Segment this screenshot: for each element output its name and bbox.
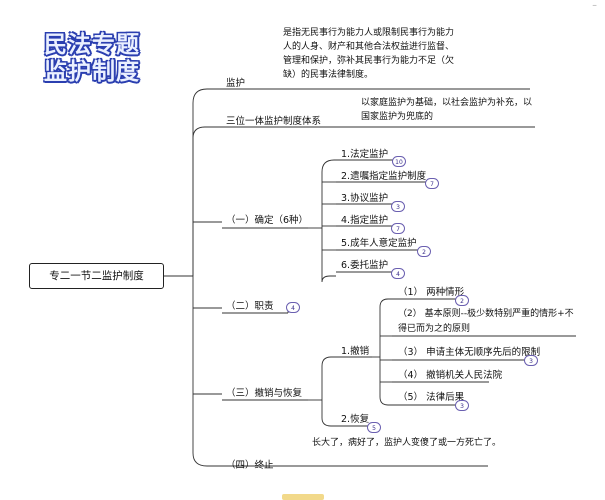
revoke-item[interactable]: （3） 申请主体无顺序先后的限制 bbox=[398, 347, 541, 358]
note-guardianship-definition: 是指无民事行为能力人或限制民事行为能力人的人身、财产和其他合法权益进行监督、管理… bbox=[283, 28, 455, 80]
note-three-in-one-definition: 以家庭监护为基础，以社会监护为补充，以国家监护为兜底的 bbox=[361, 98, 533, 122]
determine-item[interactable]: 6.委托监护 bbox=[341, 260, 389, 271]
revoke-item[interactable]: （5） 法律后果 bbox=[398, 392, 465, 403]
revoke-item[interactable]: （2） 基本原则--极少数特别严重的情形+不得已而为之的原则 bbox=[398, 309, 574, 334]
determine-item[interactable]: 4.指定监护 bbox=[341, 215, 389, 226]
count-badge: 4 bbox=[286, 302, 300, 313]
count-badge: 3 bbox=[391, 201, 405, 212]
node-determine[interactable]: （一）确定（6种） bbox=[226, 215, 309, 226]
determine-item[interactable]: 1.法定监护 bbox=[341, 149, 389, 160]
node-revoke-restore[interactable]: （三）撤销与恢复 bbox=[226, 388, 303, 399]
restore-node[interactable]: 2.恢复 bbox=[341, 414, 370, 425]
determine-item[interactable]: 5.成年人意定监护 bbox=[341, 238, 417, 249]
note-terminate-definition: 长大了，病好了，监护人变傻了或一方死亡了。 bbox=[312, 438, 502, 448]
count-badge: 10 bbox=[392, 156, 406, 167]
count-badge: 7 bbox=[425, 178, 439, 189]
count-badge: 5 bbox=[367, 422, 381, 433]
logo-line-1: 民法专题 bbox=[44, 32, 140, 58]
count-badge: 3 bbox=[455, 400, 469, 411]
corner-mark: − bbox=[591, 2, 597, 9]
footer-watermark-strip bbox=[282, 494, 324, 500]
determine-item[interactable]: 2.遗嘱指定监护制度 bbox=[341, 171, 427, 182]
node-three-in-one[interactable]: 三位一体监护制度体系 bbox=[226, 116, 322, 127]
revoke-node[interactable]: 1.撤销 bbox=[341, 346, 370, 357]
revoke-item[interactable]: （1） 两种情形 bbox=[398, 287, 465, 298]
count-badge: 3 bbox=[524, 355, 538, 366]
count-badge: 4 bbox=[391, 268, 405, 279]
determine-item[interactable]: 3.协议监护 bbox=[341, 193, 389, 204]
node-terminate[interactable]: （四）终止 bbox=[226, 460, 274, 471]
logo-line-2: 监护制度 bbox=[44, 59, 140, 85]
revoke-item[interactable]: （4） 撤销机关人民法院 bbox=[398, 370, 503, 381]
root-node[interactable]: 专二一节二监护制度 bbox=[29, 263, 164, 289]
node-duty[interactable]: （二）职责 bbox=[226, 301, 274, 312]
count-badge: 2 bbox=[417, 246, 431, 257]
count-badge: 2 bbox=[455, 295, 469, 306]
node-guardianship[interactable]: 监护 bbox=[226, 78, 246, 89]
topic-logo: 民法专题 监护制度 bbox=[44, 32, 140, 86]
count-badge: 7 bbox=[391, 223, 405, 234]
